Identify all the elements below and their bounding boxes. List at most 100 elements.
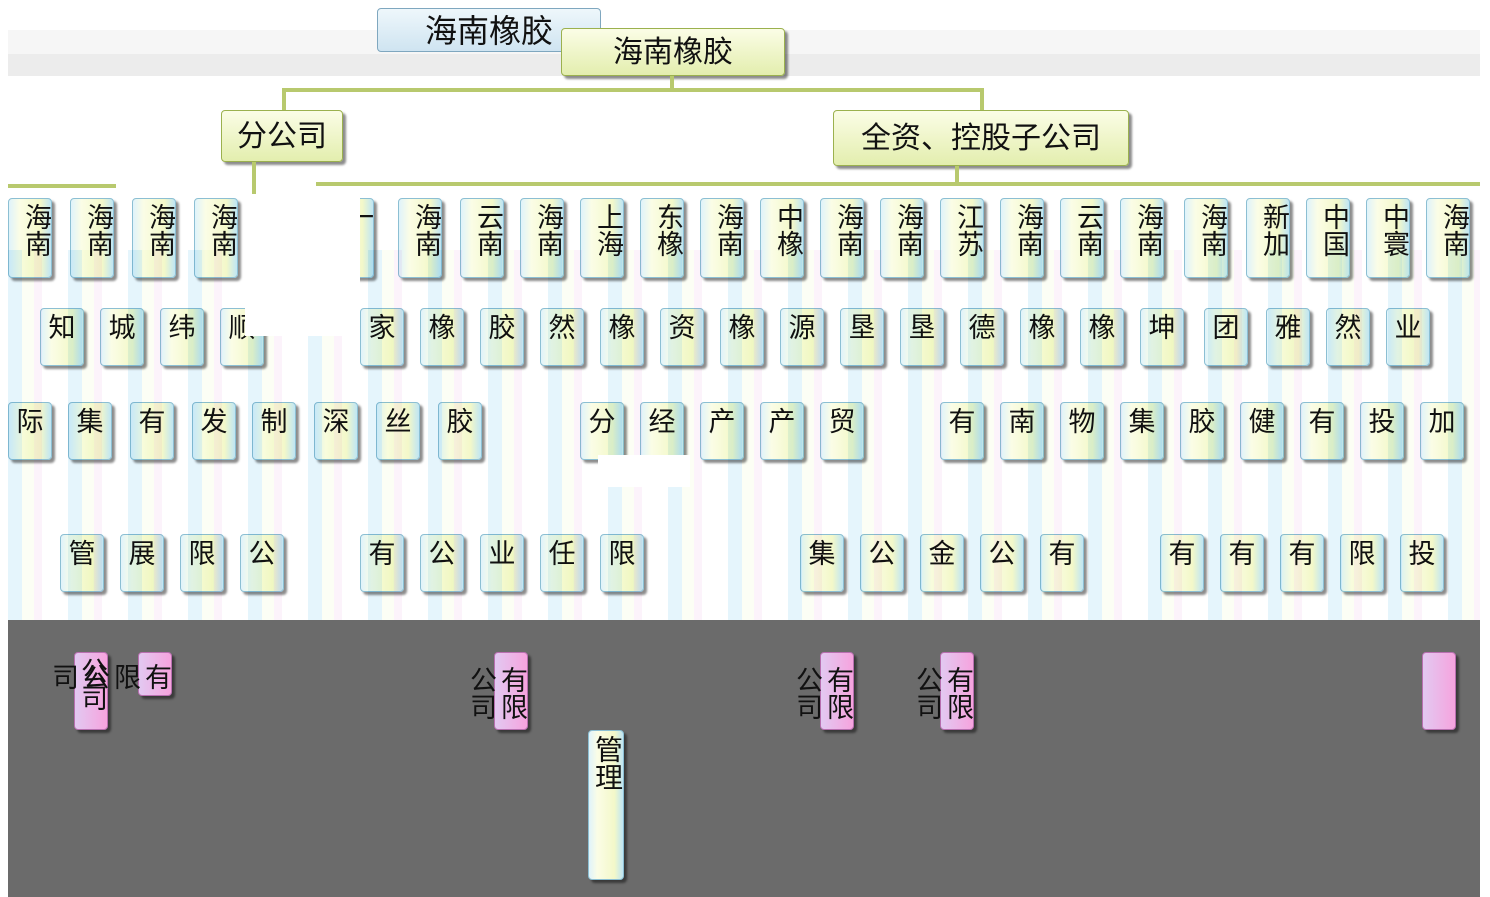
company-cell: 有 bbox=[1280, 534, 1324, 592]
company-cell: 公 bbox=[980, 534, 1024, 592]
connector-root-down bbox=[670, 76, 674, 90]
blank-region bbox=[245, 196, 360, 336]
company-cell: 江苏 bbox=[940, 198, 984, 278]
company-tail: 有限公司 bbox=[465, 652, 528, 730]
company-cell: 金 bbox=[920, 534, 964, 592]
connector-subs-stem bbox=[955, 166, 959, 184]
company-cell: 云南 bbox=[460, 198, 504, 278]
company-cell: 海南 bbox=[70, 198, 114, 278]
company-cell: 有 bbox=[940, 402, 984, 460]
company-cell: 业 bbox=[480, 534, 524, 592]
company-cell: 公 bbox=[240, 534, 284, 592]
company-cell: 海南 bbox=[1000, 198, 1044, 278]
company-cell: 中寰 bbox=[1366, 198, 1410, 278]
company-cell: 海南 bbox=[1184, 198, 1228, 278]
company-cell: 海南 bbox=[194, 198, 238, 278]
company-cell: 纬 bbox=[160, 308, 204, 366]
connector-branch-down bbox=[282, 88, 286, 112]
company-cell: 深 bbox=[314, 402, 358, 460]
company-cell: 新加 bbox=[1246, 198, 1290, 278]
connector-subs-down bbox=[980, 88, 984, 112]
subsidiaries-node: 全资、控股子公司 bbox=[833, 110, 1129, 166]
company-cell: 贸 bbox=[820, 402, 864, 460]
company-cell: 产 bbox=[700, 402, 744, 460]
company-cell: 胶 bbox=[438, 402, 482, 460]
company-cell: 分 bbox=[580, 402, 624, 460]
company-cell: 发 bbox=[192, 402, 236, 460]
company-tail: 有限公司 bbox=[47, 652, 172, 696]
company-cell: 管 bbox=[60, 534, 104, 592]
root-node: 海南橡胶 bbox=[561, 28, 785, 76]
company-cell: 上海 bbox=[580, 198, 624, 278]
company-cell: 坤 bbox=[1140, 308, 1184, 366]
blank-region bbox=[598, 455, 690, 487]
company-tail: 有限公司 bbox=[791, 652, 854, 730]
company-cell: 投 bbox=[1360, 402, 1404, 460]
company-cell: 海南 bbox=[520, 198, 564, 278]
connector-level1 bbox=[282, 88, 984, 92]
company-cell: 垦 bbox=[900, 308, 944, 366]
company-cell: 海南 bbox=[820, 198, 864, 278]
company-cell: 胶 bbox=[1180, 402, 1224, 460]
company-tail: 有限公司 bbox=[911, 652, 974, 730]
company-cell: 海南 bbox=[132, 198, 176, 278]
company-tail: 管理 bbox=[588, 730, 624, 880]
company-cell: 源 bbox=[780, 308, 824, 366]
company-cell: 中国 bbox=[1306, 198, 1350, 278]
company-cell: 城 bbox=[100, 308, 144, 366]
company-cell: 投 bbox=[1400, 534, 1444, 592]
company-cell: 海南 bbox=[1120, 198, 1164, 278]
company-cell: 集 bbox=[68, 402, 112, 460]
company-cell: 资 bbox=[660, 308, 704, 366]
company-cell: 海南 bbox=[700, 198, 744, 278]
company-cell: 海南 bbox=[880, 198, 924, 278]
company-cell: 展 bbox=[120, 534, 164, 592]
footer-band bbox=[8, 620, 1480, 897]
company-cell: 胶 bbox=[480, 308, 524, 366]
company-cell: 有 bbox=[1160, 534, 1204, 592]
connector-branch-bar bbox=[8, 184, 116, 188]
company-cell: 垦 bbox=[840, 308, 884, 366]
connector-branch-stem bbox=[252, 162, 256, 194]
company-cell: 雅 bbox=[1266, 308, 1310, 366]
company-cell: 南 bbox=[1000, 402, 1044, 460]
company-cell: 制 bbox=[252, 402, 296, 460]
company-cell: 集 bbox=[800, 534, 844, 592]
company-cell: 公 bbox=[860, 534, 904, 592]
company-cell: 云南 bbox=[1060, 198, 1104, 278]
company-cell: 家 bbox=[360, 308, 404, 366]
company-cell: 知 bbox=[40, 308, 84, 366]
company-cell: 集 bbox=[1120, 402, 1164, 460]
company-cell: 橡 bbox=[600, 308, 644, 366]
company-tail: 公司 bbox=[74, 652, 108, 730]
company-cell: 际 bbox=[8, 402, 52, 460]
company-cell: 业 bbox=[1386, 308, 1430, 366]
company-cell: 有 bbox=[360, 534, 404, 592]
company-cell: 橡 bbox=[420, 308, 464, 366]
company-cell: 经 bbox=[640, 402, 684, 460]
company-cell: 海南 bbox=[398, 198, 442, 278]
company-cell: 然 bbox=[540, 308, 584, 366]
company-cell: 有 bbox=[1300, 402, 1344, 460]
company-cell: 产 bbox=[760, 402, 804, 460]
connector-subs-bar bbox=[316, 182, 1480, 186]
company-cell: 限 bbox=[180, 534, 224, 592]
company-cell: 东橡 bbox=[640, 198, 684, 278]
company-cell: 团 bbox=[1204, 308, 1248, 366]
company-cell: 健 bbox=[1240, 402, 1284, 460]
company-cell: 海南 bbox=[8, 198, 52, 278]
company-cell: 丝 bbox=[376, 402, 420, 460]
company-cell: 有 bbox=[130, 402, 174, 460]
company-cell: 橡 bbox=[1020, 308, 1064, 366]
company-cell: 海南 bbox=[1426, 198, 1470, 278]
company-cell: 橡 bbox=[720, 308, 764, 366]
company-cell: 中橡 bbox=[760, 198, 804, 278]
company-cell: 限 bbox=[1340, 534, 1384, 592]
company-cell: 德 bbox=[960, 308, 1004, 366]
company-cell: 有 bbox=[1220, 534, 1264, 592]
company-cell: 公 bbox=[420, 534, 464, 592]
company-cell: 加 bbox=[1420, 402, 1464, 460]
company-cell: 限 bbox=[600, 534, 644, 592]
company-cell: 然 bbox=[1326, 308, 1370, 366]
